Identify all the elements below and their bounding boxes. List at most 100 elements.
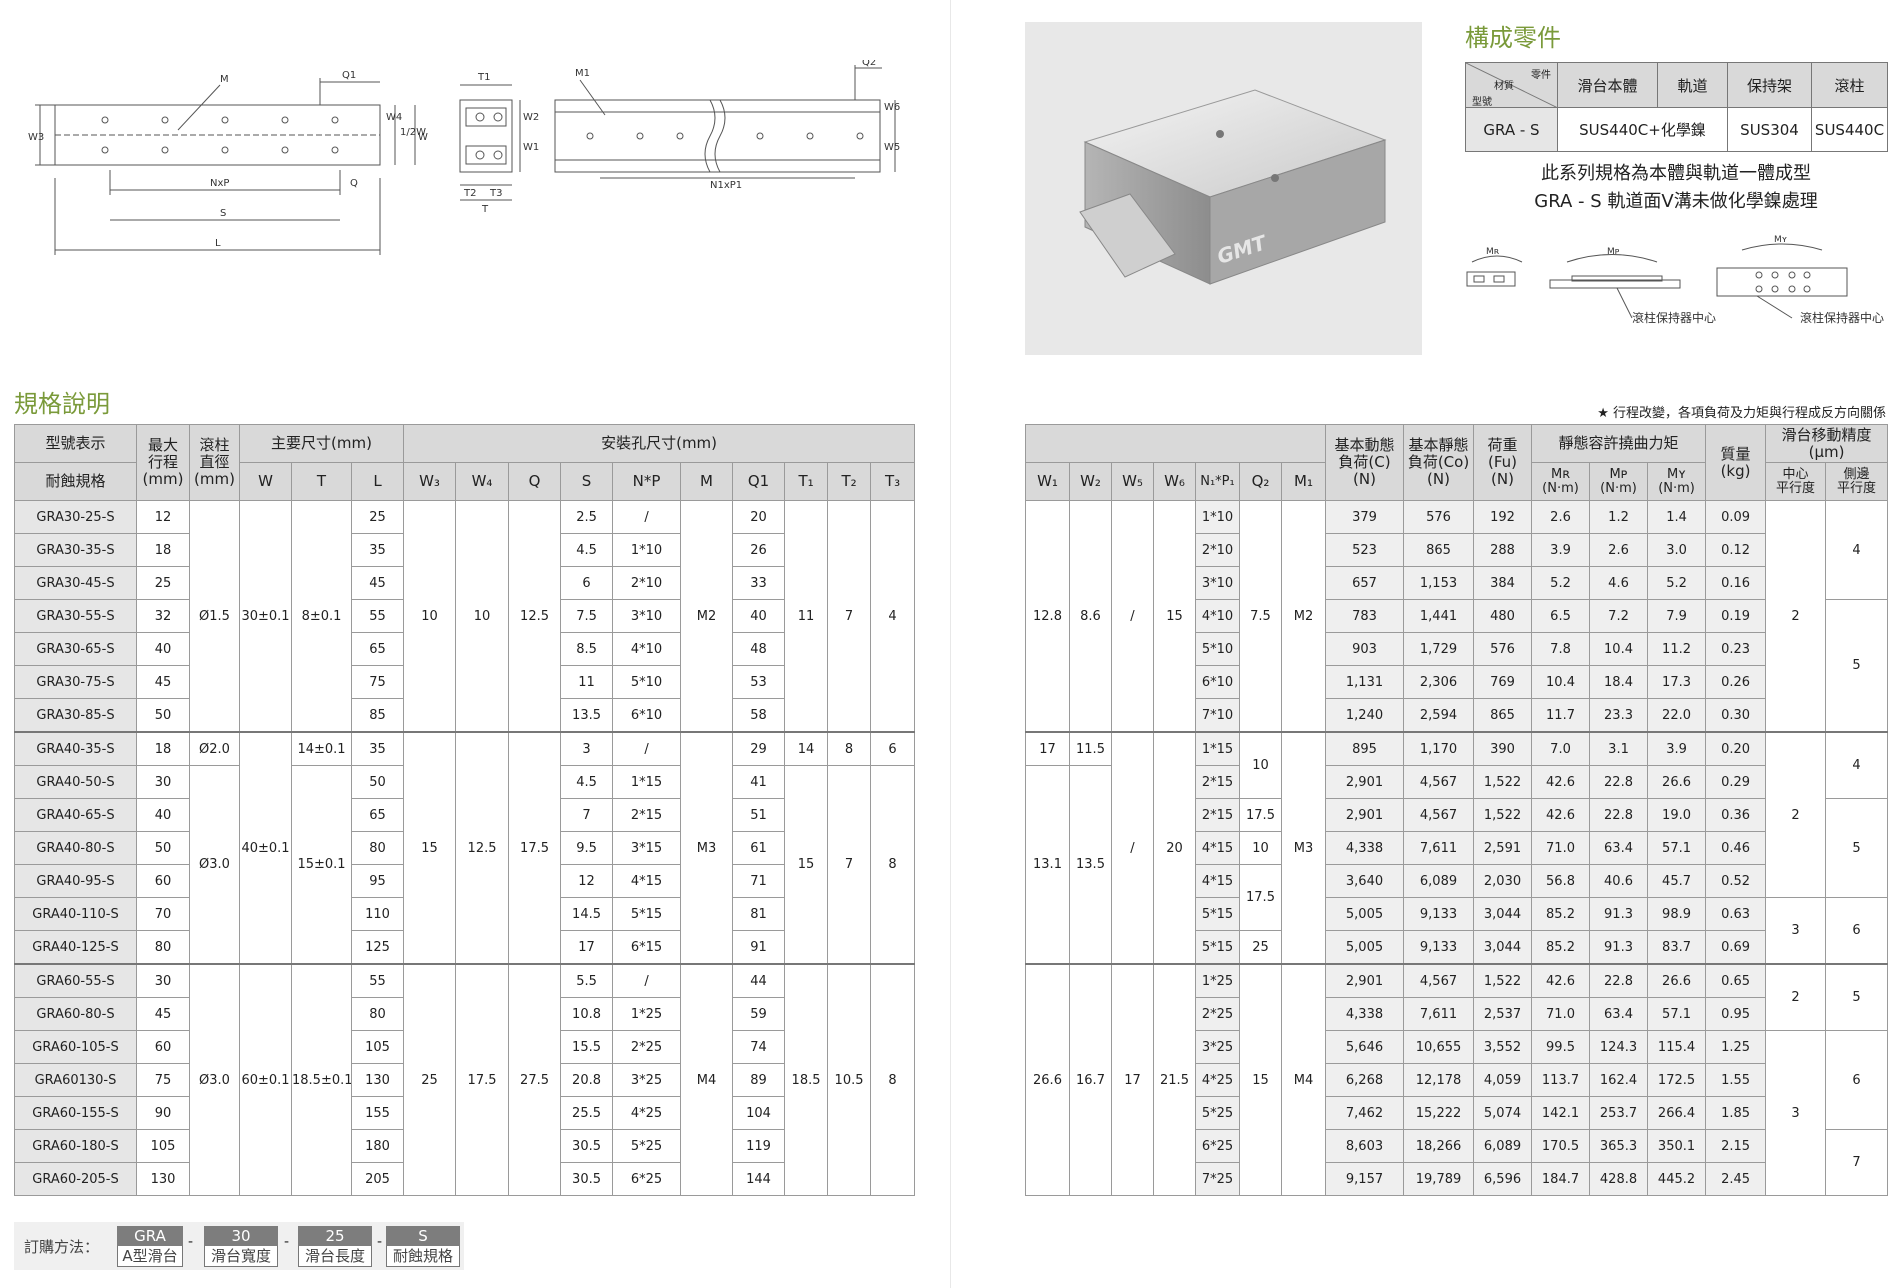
mp-cell: 18.4 [1589,665,1649,699]
s-cell: 2.5 [560,500,614,534]
mp-cell: 91.3 [1589,897,1649,931]
stroke-cell: 45 [136,997,190,1031]
s-cell: 4.5 [560,765,614,799]
n1p1-cell: 1*15 [1195,731,1240,766]
stroke-cell: 60 [136,1030,190,1064]
dim-cell: 8.6 [1069,500,1112,733]
mr-cell: 3.9 [1531,533,1591,567]
mr-cell: 5.2 [1531,566,1591,600]
order-desc: 滑台寬度 [204,1246,278,1267]
stroke-cell: 75 [136,1063,190,1097]
np-cell: / [612,731,682,766]
q1-cell: 51 [732,798,786,832]
w3-cell: 25 [403,963,457,1196]
s-cell: 13.5 [560,698,614,733]
label-W2: W2 [523,112,539,123]
q1-cell: 91 [732,930,786,965]
q1-cell: 20 [732,500,786,534]
hdr-col: W₄ [455,462,510,501]
my-cell: 115.4 [1647,1030,1707,1064]
model-cell: GRA60130-S [14,1063,137,1097]
my-cell: 19.0 [1647,798,1707,832]
mass-cell: 0.69 [1705,930,1767,965]
hdr-mount-dims: 安裝孔尺寸(mm) [403,424,916,463]
c-cell: 5,005 [1325,897,1405,931]
c-cell: 4,338 [1325,831,1405,865]
model-cell: GRA40-125-S [14,930,137,965]
my-cell: 1.4 [1647,500,1707,534]
stroke-cell: 18 [136,731,190,766]
hdr-col: T [291,462,352,501]
m1-cell: M4 [1280,963,1327,1196]
w3-cell: 10 [403,500,457,733]
order-label: 訂購方法： [24,1238,100,1256]
hdr-accuracy: 滑台移動精度 (μm) [1765,424,1889,463]
model-cell: GRA30-75-S [14,665,137,699]
np-cell: 4*10 [612,632,682,666]
stroke-cell: 32 [136,599,190,633]
fu-cell: 4,059 [1473,1063,1533,1097]
q2-cell: 17.5 [1239,798,1282,832]
mat-cage: SUS304 [1727,107,1812,152]
q1-cell: 74 [732,1030,786,1064]
q-cell: 27.5 [508,963,562,1196]
mr-cell: 7.8 [1531,632,1591,666]
mass-cell: 0.52 [1705,864,1767,898]
l-cell: 80 [350,997,405,1031]
fu-cell: 6,089 [1473,1129,1533,1163]
c-cell: 903 [1325,632,1405,666]
stroke-cell: 130 [136,1162,190,1196]
stroke-cell: 40 [136,632,190,666]
q2-cell: 10 [1239,831,1282,865]
model-cell: GRA30-55-S [14,599,137,633]
roller-cell: Ø1.5 [189,500,240,733]
label-T: T [481,204,489,215]
dim-cell: 12.8 [1025,500,1070,733]
mr-cell: 184.7 [1531,1162,1591,1196]
model-cell: GRA30-65-S [14,632,137,666]
mp-cell: 22.8 [1589,798,1649,832]
s-cell: 8.5 [560,632,614,666]
hdr-col: Q1 [732,462,786,501]
hdr-col: W₂ [1069,462,1112,501]
dim-cell: 11.5 [1069,731,1112,766]
c-cell: 379 [1325,500,1405,534]
fu-cell: 1,522 [1473,798,1533,832]
dim-cell: 26.6 [1025,963,1070,1196]
mass-cell: 0.23 [1705,632,1767,666]
m-cell: M3 [680,731,734,965]
label-W3: W3 [28,132,44,143]
my-cell: 57.1 [1647,831,1707,865]
c-cell: 3,640 [1325,864,1405,898]
dim-cell: 20 [1153,731,1196,965]
l-cell: 25 [350,500,405,534]
stroke-cell: 70 [136,897,190,931]
dim-cell: / [1111,500,1154,733]
m-cell: M2 [680,500,734,733]
q1-cell: 89 [732,1063,786,1097]
hdr-col: W₅ [1111,462,1154,501]
label-NxP: NxP [210,178,229,189]
q1-cell: 81 [732,897,786,931]
hdr-mr: Mʀ (N·m) [1531,462,1591,501]
dim-cell: 15 [1153,500,1196,733]
s-cell: 25.5 [560,1096,614,1130]
c-cell: 2,901 [1325,765,1405,799]
w-cell: 60±0.1 [239,963,292,1196]
product-photo: GMT [1025,22,1422,355]
mass-cell: 2.15 [1705,1129,1767,1163]
mr-cell: 170.5 [1531,1129,1591,1163]
components-title: 構成零件 [1465,24,1561,52]
s-cell: 14.5 [560,897,614,931]
np-cell: 3*10 [612,599,682,633]
moment-diagrams: Mʀ Mᴘ Mʏ 滾柱保持器中心 滾柱保持器中心 [1466,235,1884,325]
